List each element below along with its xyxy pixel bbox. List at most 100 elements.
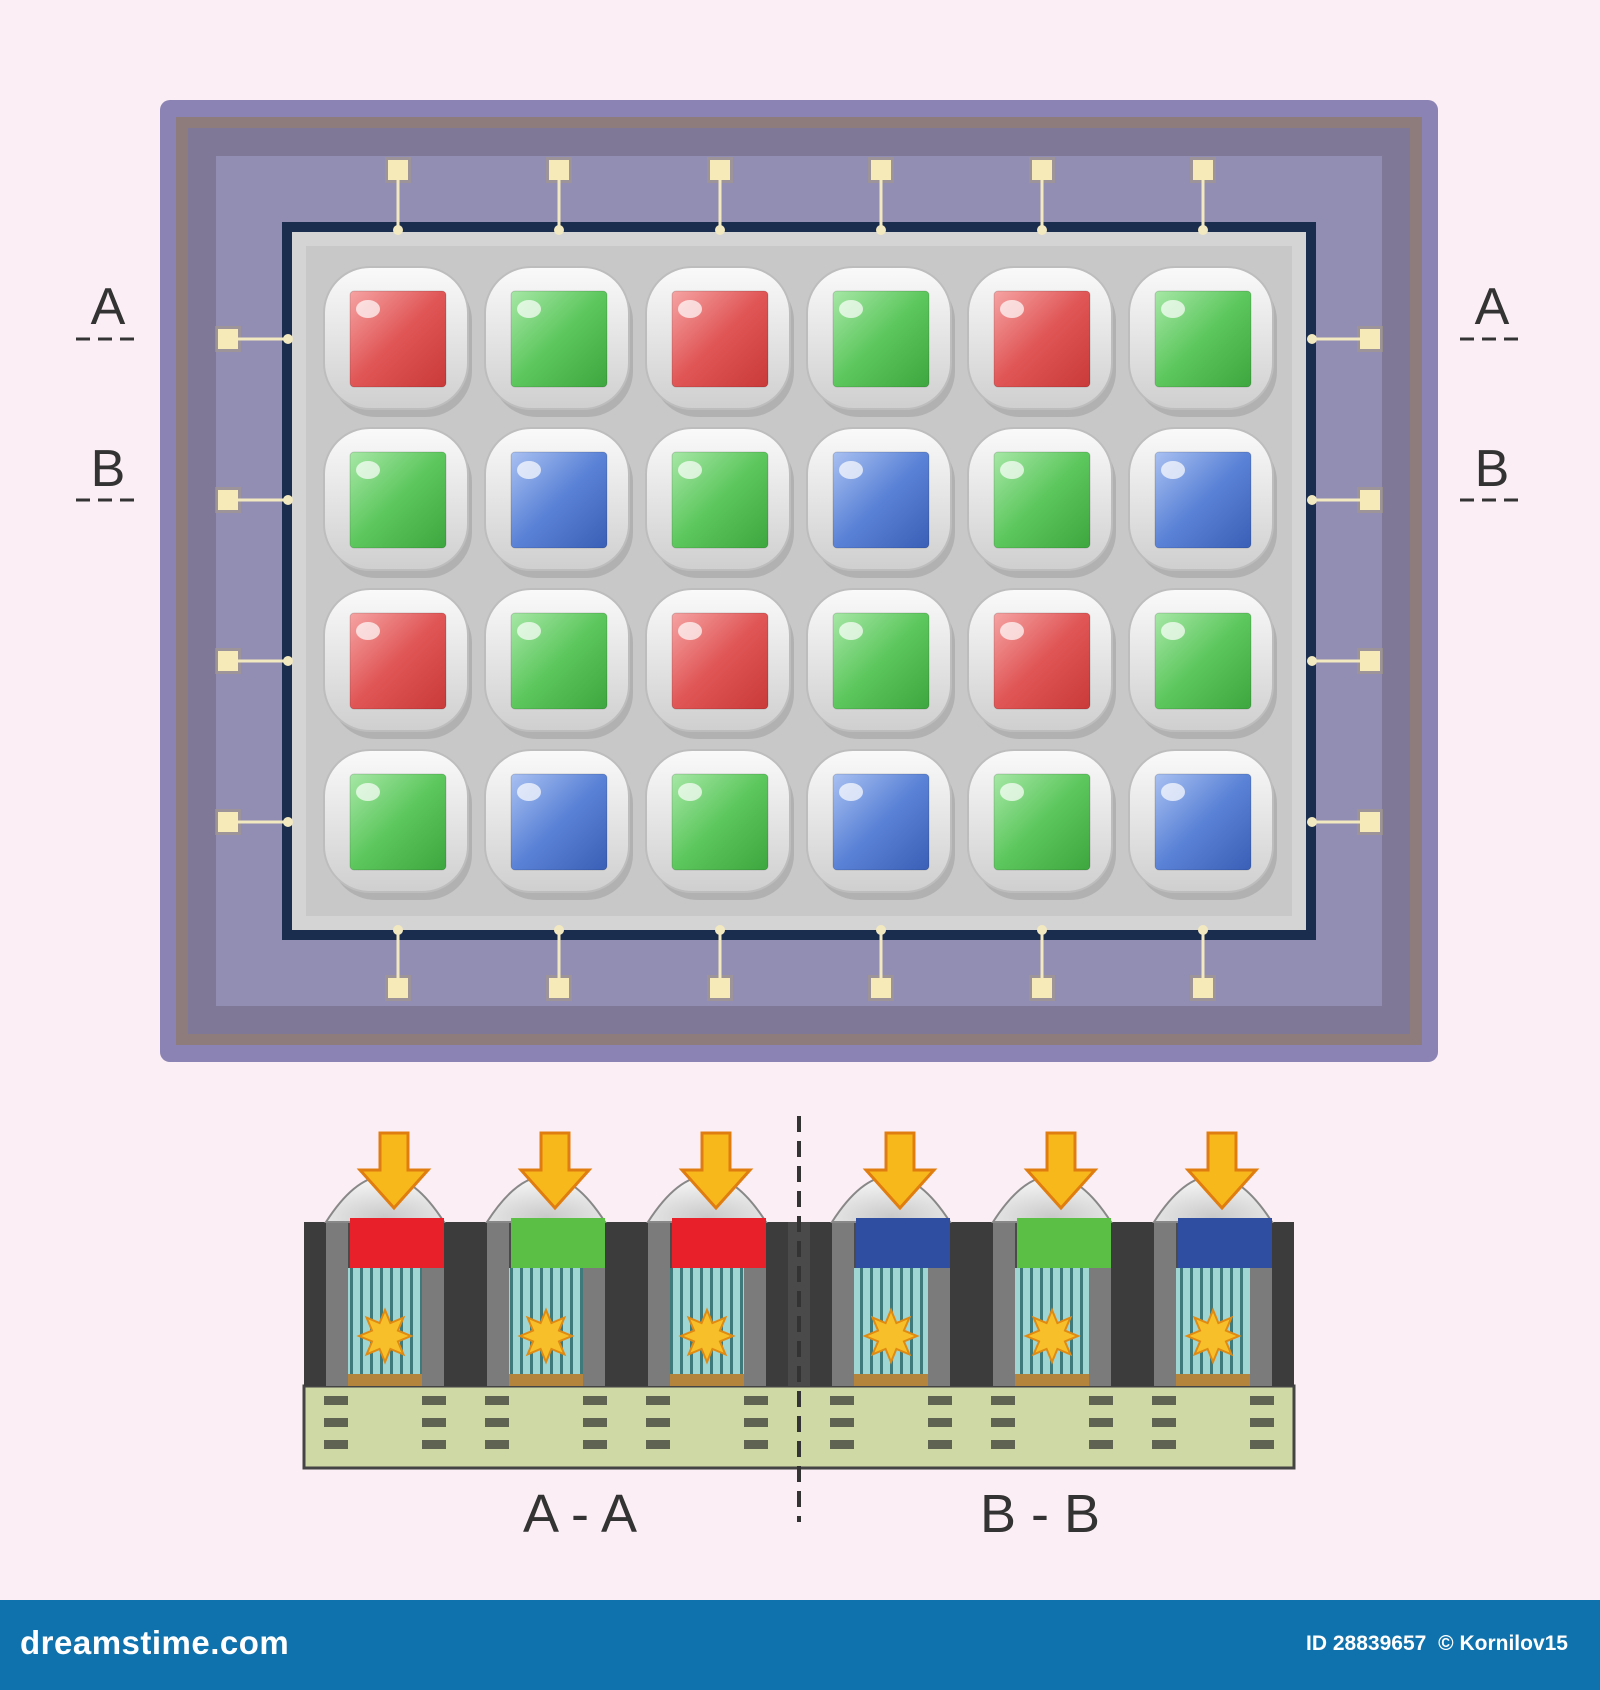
bond-pin [215,487,293,513]
pixel-green [806,266,955,417]
circuit-trace [928,1418,952,1427]
pixel-green [1128,588,1277,739]
bond-pin [1190,925,1216,1001]
pin-pad [1360,651,1380,671]
bond-pin [546,157,572,235]
wire-end [283,817,293,827]
pixel-wall [832,1222,854,1386]
circuit-trace [1089,1418,1113,1427]
wire-end [876,225,886,235]
contact [1015,1374,1089,1386]
cross-pixel-green [971,1131,1133,1449]
bond-pin [1029,925,1055,1001]
footer-brand[interactable]: dreamstime.com [20,1624,290,1661]
filter-highlight [839,783,863,801]
pin-pad [218,812,238,832]
wire-end [715,225,725,235]
filter-highlight [1161,300,1185,318]
photon-burst-icon [678,1307,736,1365]
circuit-trace [1152,1440,1176,1449]
pixel-wall [648,1222,670,1386]
pin-pad [1193,978,1213,998]
pin-pad [549,160,569,180]
filter-highlight [356,622,380,640]
pixel-green [484,266,633,417]
circuit-trace [485,1418,509,1427]
filter-highlight [839,622,863,640]
circuit-trace [1250,1418,1274,1427]
pixel-wall [1111,1222,1133,1386]
bond-pin [707,157,733,235]
pixel-wall [605,1222,627,1386]
circuit-trace [646,1396,670,1405]
photon-burst-icon [1023,1307,1081,1365]
cross-pixel-blue [1132,1131,1294,1449]
wire-end [393,225,403,235]
circuit-trace [485,1396,509,1405]
bond-pin [546,925,572,1001]
pixel-wall [304,1222,326,1386]
circuit-trace [324,1396,348,1405]
filter-highlight [356,783,380,801]
cross-pixel-red [304,1131,466,1449]
filter-highlight [678,461,702,479]
pin-pad [218,651,238,671]
pixel-green [645,749,794,900]
circuit-trace [991,1440,1015,1449]
pin-pad [710,160,730,180]
pixel-blue [1128,427,1277,578]
photon-burst-icon [1184,1307,1242,1365]
circuit-trace [991,1418,1015,1427]
filter-highlight [517,783,541,801]
image-id: ID 28839657 [1306,1632,1427,1655]
bond-pin [1307,809,1383,835]
circuit-trace [744,1418,768,1427]
pin-pad [549,978,569,998]
bond-pin [1307,487,1383,513]
circuit-trace [646,1418,670,1427]
pixel-green [967,427,1116,578]
circuit-trace [583,1418,607,1427]
pin-pad [871,160,891,180]
bond-pin [1307,648,1383,674]
filter-highlight [839,461,863,479]
pixel-red [645,266,794,417]
pixel-wall [626,1222,648,1386]
wire-end [554,925,564,935]
light-arrow-icon [517,1131,593,1211]
cross-pixel-green [465,1131,627,1449]
wire-end [283,495,293,505]
circuit-trace [583,1396,607,1405]
pixel-wall [971,1222,993,1386]
pixel-wall [950,1222,972,1386]
bond-pin [868,157,894,235]
color-filter-blue [856,1218,950,1268]
color-filter-blue [1178,1218,1272,1268]
circuit-trace [422,1418,446,1427]
wire-end [554,225,564,235]
pixel-wall [326,1222,348,1386]
pixel-red [967,588,1116,739]
section-marker-a-right: A [1460,278,1524,341]
color-filter-green [1017,1218,1111,1268]
section-marker-label: B [1475,440,1510,498]
pixel-grid [323,266,1277,900]
pixel-green [484,588,633,739]
contact [854,1374,928,1386]
light-arrow-icon [862,1131,938,1211]
pin-pad [1360,490,1380,510]
circuit-trace [646,1440,670,1449]
pixel-wall [444,1222,466,1386]
light-arrow-icon [356,1131,432,1211]
filter-highlight [517,622,541,640]
pin-pad [871,978,891,998]
contact [670,1374,744,1386]
sensor-package [160,100,1438,1062]
pixel-green [323,749,472,900]
circuit-trace [1089,1440,1113,1449]
pixel-wall [766,1222,788,1386]
pixel-red [323,266,472,417]
image-author: © Kornilov15 [1438,1632,1568,1655]
circuit-trace [324,1440,348,1449]
wire-end [1307,817,1317,827]
